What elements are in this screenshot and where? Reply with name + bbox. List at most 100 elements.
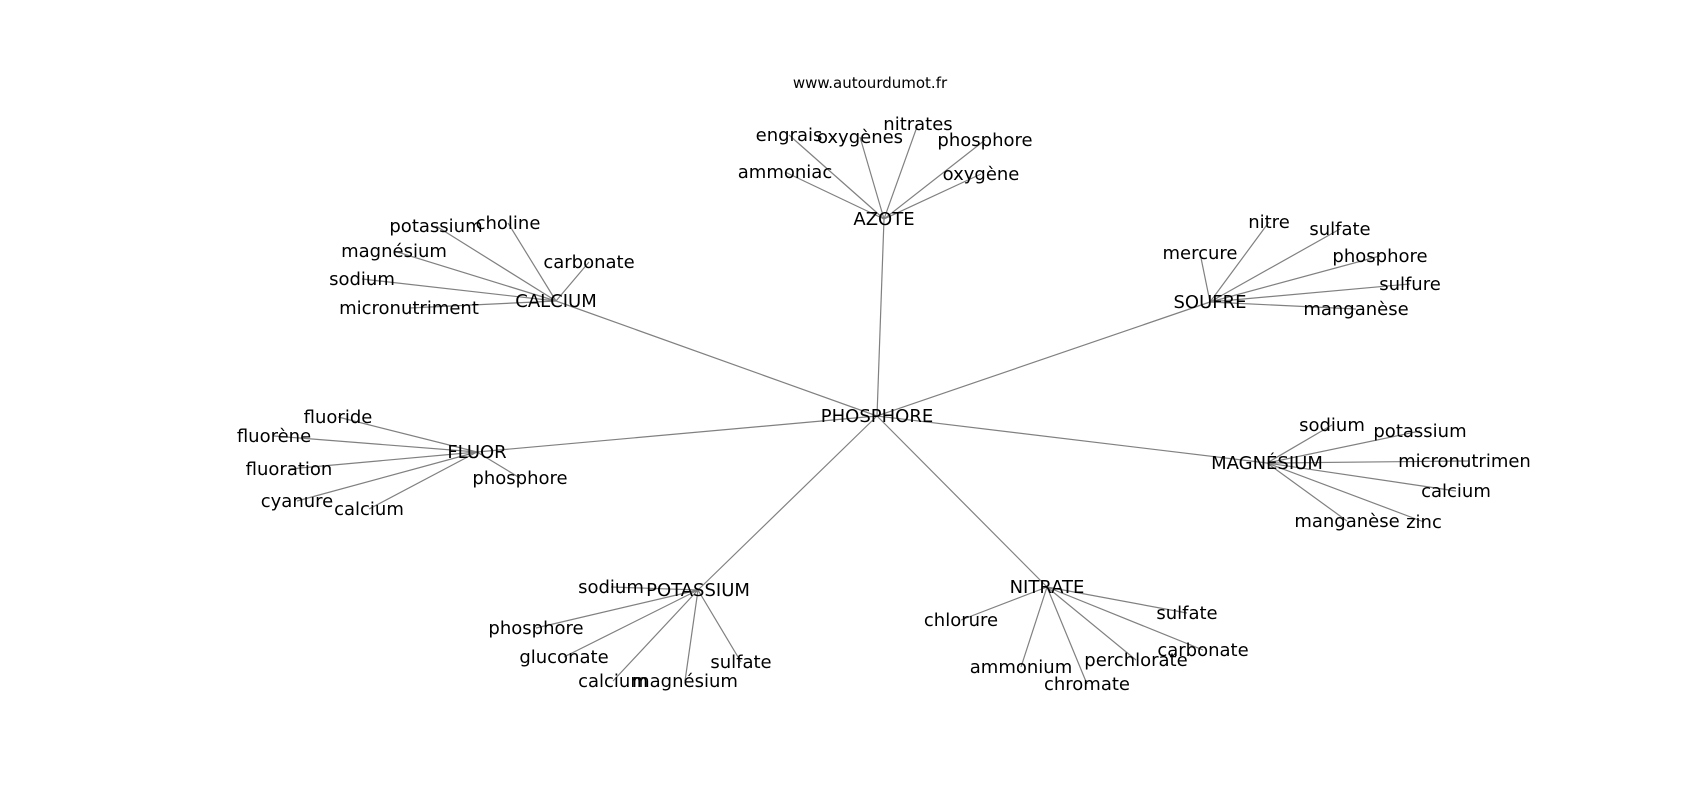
node-nitrate-child-3: ammonium <box>970 657 1072 678</box>
node-calcium-child-0: potassium <box>389 216 482 237</box>
edge-potassium-to-child-4 <box>684 589 699 682</box>
edge-nitrate-to-child-5 <box>1046 586 1088 685</box>
edge-magnesium-to-child-0 <box>1266 424 1333 464</box>
edge-magnesium-to-child-1 <box>1266 430 1421 464</box>
node-soufre-child-0: nitre <box>1248 212 1290 233</box>
edge-potassium-to-child-3 <box>612 589 699 682</box>
edge-soufre-to-child-5 <box>1209 301 1357 310</box>
node-calcium-child-4: sodium <box>329 269 395 290</box>
edge-magnesium-to-child-3 <box>1266 462 1457 492</box>
labels-layer: PHOSPHOREAZOTEengraisoxygènesnitratespho… <box>237 114 1538 695</box>
node-fluor-child-2: fluoration <box>246 459 333 480</box>
edge-azote-to-child-3 <box>883 139 986 220</box>
edge-nitrate-to-child-1 <box>1046 586 1188 614</box>
node-fluor-child-4: calcium <box>334 499 404 520</box>
edge-potassium-to-child-5 <box>697 589 742 663</box>
node-azote-child-2: nitrates <box>883 114 952 135</box>
edge-calcium-to-child-4 <box>361 278 557 302</box>
edge-nitrate-to-child-2 <box>1046 586 1204 651</box>
node-group-potassium: POTASSIUM <box>646 580 750 601</box>
node-magnesium-child-3: calcium <box>1421 481 1491 502</box>
node-group-azote: AZOTE <box>853 209 914 230</box>
node-magnesium-child-1: potassium <box>1373 421 1466 442</box>
node-soufre-child-5: manganèse <box>1303 299 1408 320</box>
edge-calcium-to-child-2 <box>393 250 557 302</box>
edge-nitrate-to-child-3 <box>1020 586 1048 668</box>
edge-azote-to-child-0 <box>788 134 885 220</box>
edge-potassium-to-child-2 <box>563 589 699 658</box>
edge-root-to-azote <box>876 218 885 417</box>
node-fluor-child-5: phosphore <box>472 468 567 489</box>
edge-root-to-calcium <box>555 300 878 417</box>
node-azote-child-1: oxygènes <box>817 127 903 148</box>
node-soufre-child-2: mercure <box>1163 243 1238 264</box>
edge-magnesium-to-child-5 <box>1266 462 1425 523</box>
node-group-calcium: CALCIUM <box>515 291 597 312</box>
node-nitrate-child-5: chromate <box>1044 674 1130 695</box>
node-fluor-child-1: fluorène <box>237 426 311 447</box>
edge-soufre-to-child-4 <box>1209 283 1411 303</box>
node-potassium-child-3: calcium <box>578 671 648 692</box>
node-calcium-child-3: carbonate <box>543 252 634 273</box>
node-potassium-child-1: phosphore <box>488 618 583 639</box>
node-nitrate-child-0: chlorure <box>924 610 998 631</box>
node-group-nitrate: NITRATE <box>1010 577 1085 598</box>
node-azote-child-5: oxygène <box>943 164 1020 185</box>
node-potassium-child-2: gluconate <box>519 647 608 668</box>
edge-azote-to-child-5 <box>883 173 982 220</box>
node-azote-child-0: engrais <box>756 125 823 146</box>
edge-soufre-to-child-2 <box>1199 252 1211 303</box>
node-calcium-child-1: choline <box>476 213 541 234</box>
node-root: PHOSPHORE <box>821 406 933 427</box>
edge-fluor-to-child-2 <box>288 451 478 470</box>
node-soufre-child-3: phosphore <box>1332 246 1427 267</box>
node-nitrate-child-2: carbonate <box>1157 640 1248 661</box>
node-soufre-child-1: sulfate <box>1309 219 1370 240</box>
node-calcium-child-5: micronutriment <box>339 298 479 319</box>
node-group-soufre: SOUFRE <box>1173 292 1246 313</box>
edge-magnesium-to-child-2 <box>1266 460 1469 464</box>
edge-fluor-to-child-0 <box>337 416 478 453</box>
edge-fluor-to-child-4 <box>368 451 478 510</box>
edge-azote-to-child-2 <box>883 123 919 220</box>
watermark-text: www.autourdumot.fr <box>793 74 948 92</box>
edge-soufre-to-child-0 <box>1209 221 1270 303</box>
node-magnesium-child-0: sodium <box>1299 415 1365 436</box>
node-soufre-child-4: sulfure <box>1379 274 1441 295</box>
edge-root-to-soufre <box>876 301 1211 417</box>
node-calcium-child-2: magnésium <box>341 241 447 262</box>
edge-nitrate-to-child-4 <box>1046 586 1137 661</box>
node-magnesium-child-2: micronutriment <box>1398 451 1538 472</box>
edge-calcium-to-child-1 <box>507 222 557 302</box>
edge-magnesium-to-child-4 <box>1266 462 1348 522</box>
edge-azote-to-child-1 <box>859 136 885 220</box>
edge-root-to-potassium <box>697 415 878 591</box>
edge-azote-to-child-4 <box>784 171 885 220</box>
node-group-fluor: FLUOR <box>447 442 506 463</box>
edge-soufre-to-child-1 <box>1209 228 1341 303</box>
edge-fluor-to-child-3 <box>296 451 478 502</box>
edge-root-to-magnesium <box>876 415 1268 464</box>
edge-soufre-to-child-3 <box>1209 255 1381 303</box>
edge-fluor-to-child-1 <box>273 435 478 453</box>
edge-calcium-to-child-3 <box>555 261 590 302</box>
node-nitrate-child-4: perchlorate <box>1084 650 1187 671</box>
node-potassium-child-5: sulfate <box>710 652 771 673</box>
edge-nitrate-to-child-0 <box>960 586 1048 621</box>
edge-calcium-to-child-5 <box>408 300 557 309</box>
edge-root-to-nitrate <box>876 415 1048 588</box>
node-fluor-child-3: cyanure <box>261 491 333 512</box>
node-fluor-child-0: fluoride <box>304 407 373 428</box>
node-azote-child-3: phosphore <box>937 130 1032 151</box>
node-potassium-child-4: magnésium <box>632 671 738 692</box>
edge-fluor-to-child-5 <box>476 451 521 479</box>
edges-layer <box>273 123 1469 685</box>
node-magnesium-child-4: manganèse <box>1294 511 1399 532</box>
node-nitrate-child-1: sulfate <box>1156 603 1217 624</box>
edge-calcium-to-child-0 <box>435 225 557 302</box>
node-magnesium-child-5: zinc <box>1406 512 1442 533</box>
edge-potassium-to-child-0 <box>610 586 699 591</box>
node-potassium-child-0: sodium <box>578 577 644 598</box>
edge-potassium-to-child-1 <box>535 589 699 629</box>
